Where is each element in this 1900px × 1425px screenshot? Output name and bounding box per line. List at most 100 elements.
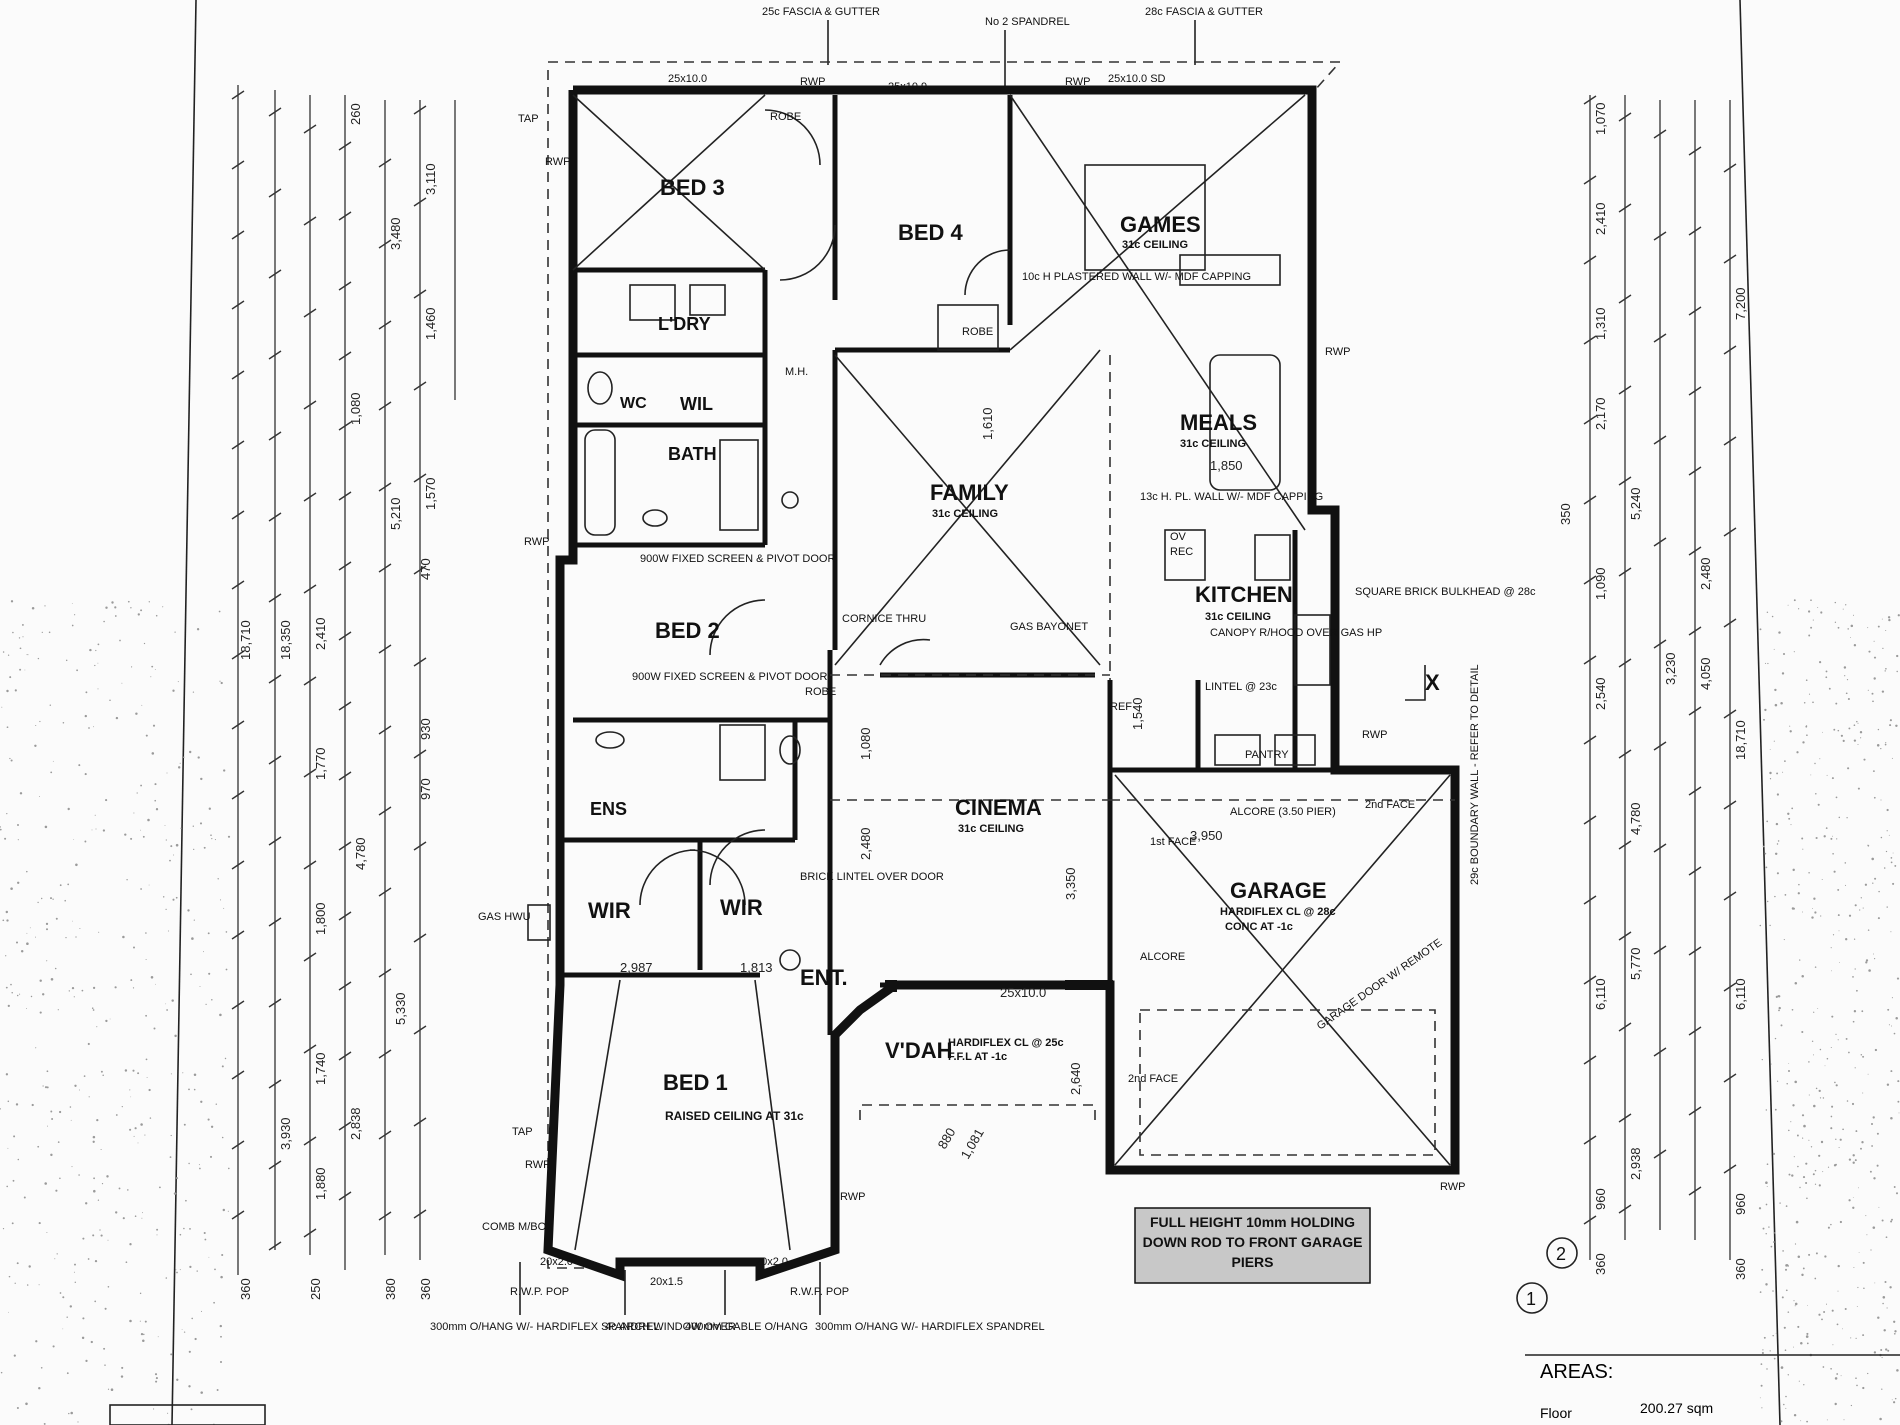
- scan-speck: [39, 1011, 42, 1014]
- scan-speck: [1835, 1138, 1837, 1141]
- scan-speck: [1852, 1197, 1854, 1198]
- scan-speck: [192, 691, 195, 693]
- lintel-top-right: 25x10.0 SD: [1108, 73, 1166, 85]
- oven: OV: [1170, 531, 1187, 543]
- dimension-tick: [378, 401, 392, 411]
- scan-speck: [1766, 1368, 1768, 1370]
- scan-speck: [18, 637, 21, 639]
- scan-speck: [196, 1270, 198, 1272]
- dim-left-inner-10: 1,800: [313, 902, 328, 935]
- rwp-garage: RWP: [1440, 1181, 1465, 1193]
- bottom-note-oh-right: 300mm O/HANG W/- HARDIFLEX SPANDREL: [815, 1321, 1045, 1333]
- scan-speck: [1873, 1177, 1876, 1180]
- scan-speck: [1810, 774, 1812, 776]
- scan-speck: [90, 1340, 93, 1344]
- scan-speck: [1813, 1104, 1816, 1108]
- scan-speck: [1760, 1363, 1763, 1365]
- dim-left-inner-1: 3,110: [423, 163, 438, 195]
- scan-speck: [1817, 803, 1820, 806]
- scan-speck: [81, 1336, 85, 1340]
- scan-speck: [50, 771, 53, 774]
- gas-hwu-note: GAS HWU: [478, 911, 531, 923]
- scan-speck: [1886, 830, 1888, 832]
- lintel-top-mid: 25x10.9: [888, 81, 927, 93]
- scan-speck: [1799, 1186, 1801, 1189]
- scan-speck: [1820, 1140, 1824, 1144]
- scan-speck: [1773, 648, 1775, 650]
- dimension-tick: [338, 421, 352, 431]
- room-pantry: PANTRY: [1245, 749, 1289, 761]
- scan-speck: [1825, 676, 1828, 679]
- scan-speck: [10, 759, 13, 762]
- lintel-note: LINTEL @ 23c: [1205, 681, 1277, 693]
- dimension-tick: [338, 1191, 352, 1201]
- scan-speck: [188, 1350, 191, 1353]
- scan-speck: [127, 1189, 129, 1191]
- scan-speck: [1860, 897, 1862, 899]
- dim-right-inner-11: 960: [1593, 1188, 1608, 1210]
- scan-speck: [154, 668, 156, 670]
- scan-speck: [200, 1310, 203, 1312]
- scan-speck: [1807, 610, 1811, 613]
- scan-speck: [188, 750, 192, 754]
- scan-speck: [182, 1072, 184, 1074]
- page-edge-right: [1739, 0, 1781, 1425]
- scan-speck: [16, 994, 19, 997]
- dim-left-inner-19: 260: [348, 103, 363, 125]
- scan-speck: [57, 1141, 60, 1143]
- scan-speck: [1788, 817, 1791, 820]
- scan-speck: [140, 609, 143, 612]
- scan-speck: [171, 999, 174, 1002]
- scan-speck: [129, 1243, 132, 1246]
- scan-speck: [91, 829, 93, 831]
- scan-speck: [1810, 626, 1813, 629]
- room-verandah: V'DAH: [885, 1038, 953, 1063]
- scan-speck: [9, 757, 11, 760]
- scan-speck: [129, 1128, 132, 1131]
- scan-speck: [1772, 1152, 1776, 1156]
- scan-speck: [50, 897, 52, 900]
- scan-speck: [1783, 1403, 1785, 1406]
- dimension-tick: [1723, 800, 1737, 810]
- scan-speck: [49, 704, 52, 706]
- scan-speck: [165, 908, 167, 911]
- dimension-tick: [1688, 866, 1702, 876]
- scan-speck: [1817, 607, 1819, 608]
- fascia-outline-left: [547, 70, 610, 1269]
- scan-speck: [95, 649, 97, 652]
- scan-speck: [1851, 1102, 1855, 1106]
- dimension-tick: [1723, 254, 1737, 264]
- scan-speck: [114, 986, 117, 989]
- scan-speck: [1771, 615, 1774, 618]
- dimension-tick: [338, 841, 352, 851]
- scan-speck: [1773, 740, 1775, 742]
- dimension-tick: [338, 491, 352, 501]
- scan-speck: [7, 1100, 10, 1103]
- scan-speck: [1853, 1010, 1857, 1013]
- scan-speck: [1765, 1109, 1768, 1111]
- scan-speck: [7, 1311, 9, 1313]
- scan-speck: [85, 1359, 88, 1363]
- scan-speck: [1819, 758, 1821, 760]
- scan-speck: [17, 839, 19, 841]
- dimension-tick: [1688, 386, 1702, 396]
- bottom-note-gable: 400mm GABLE O/HANG: [685, 1321, 808, 1333]
- scan-speck: [8, 1275, 11, 1278]
- scan-speck: [158, 1186, 161, 1189]
- scan-speck: [167, 1412, 169, 1414]
- scan-speck: [1866, 1234, 1868, 1236]
- scan-speck: [2, 1227, 5, 1230]
- dim-interior-6: 2,480: [858, 827, 873, 860]
- dimension-tick: [1618, 567, 1632, 577]
- boundary-wall-note: 29c BOUNDARY WALL - REFER TO DETAIL: [1469, 664, 1481, 885]
- scan-speck: [1846, 817, 1848, 819]
- scan-speck: [213, 1301, 215, 1304]
- scan-speck: [35, 1047, 37, 1049]
- room-wir-right: WIR: [720, 895, 763, 920]
- scan-speck: [1769, 778, 1772, 780]
- scan-speck: [1833, 728, 1836, 731]
- dimension-tick: [1618, 931, 1632, 941]
- scan-speck: [1888, 834, 1890, 836]
- scan-speck: [65, 659, 68, 662]
- dimension-tick: [413, 289, 427, 299]
